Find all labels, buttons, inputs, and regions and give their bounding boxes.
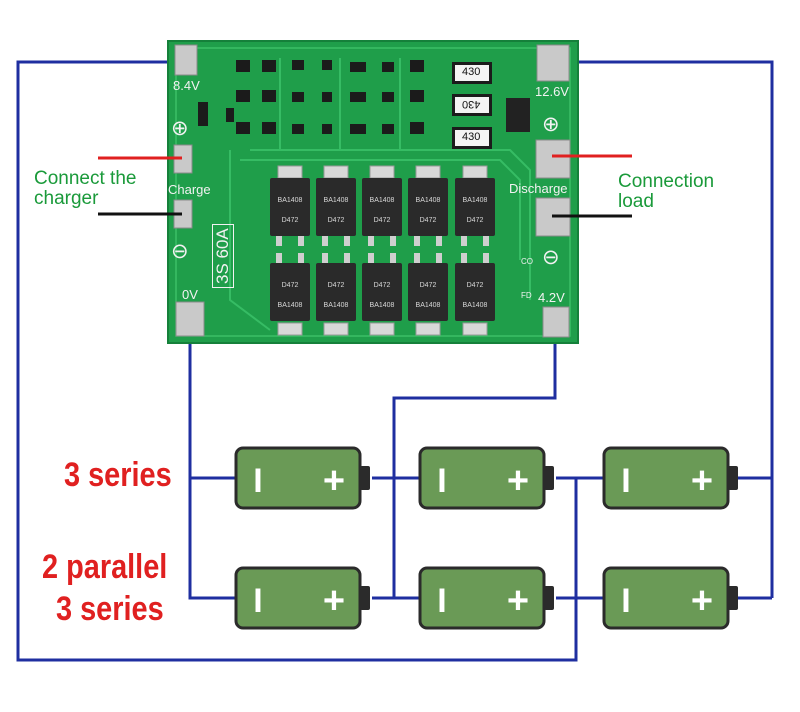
- terminal-0v-label: 0V: [182, 287, 198, 302]
- mosfet-mark: BA1408: [278, 302, 303, 309]
- pad-discharge-plus: [535, 139, 571, 179]
- three-series-label: 3 series: [64, 456, 172, 494]
- mosfets: BA1408D472BA1408D472BA1408D472BA1408D472…: [270, 165, 495, 336]
- mosfet-mark: BA1408: [463, 302, 488, 309]
- discharge-plus-symbol: ⊕: [542, 113, 560, 136]
- battery-minus-sign: I: [437, 582, 446, 620]
- two-parallel-label: 2 parallel: [42, 548, 168, 586]
- mosfet-mark: D472: [374, 217, 391, 224]
- resistor-label-3: 430: [462, 131, 481, 143]
- battery-minus-sign: I: [437, 462, 446, 500]
- mosfet-mark: D472: [282, 282, 299, 289]
- mosfet-mark: D472: [328, 282, 345, 289]
- charge-plus-symbol: ⊕: [171, 117, 189, 140]
- discharge-label: Discharge: [509, 181, 568, 196]
- terminal-8v4-label: 8.4V: [173, 78, 200, 93]
- mosfet-mark: D472: [420, 217, 437, 224]
- battery-cell: I+: [602, 566, 738, 630]
- charge-label: Charge: [168, 182, 211, 197]
- mosfet-mark: D472: [282, 217, 299, 224]
- battery-minus-sign: I: [621, 582, 630, 620]
- mosfet-mark: D472: [374, 282, 391, 289]
- mosfet-mark: D472: [420, 282, 437, 289]
- fd-label: FD: [521, 291, 532, 300]
- mosfet-mark: D472: [467, 282, 484, 289]
- battery-minus-sign: I: [621, 462, 630, 500]
- mosfet-mark: BA1408: [324, 197, 349, 204]
- mosfet-mark: BA1408: [370, 302, 395, 309]
- three-series-label-2: 3 series: [56, 590, 164, 628]
- battery-minus-sign: I: [253, 462, 262, 500]
- battery-pack: I+I+I+I+I+I+: [234, 446, 738, 630]
- mosfet-mark: D472: [467, 217, 484, 224]
- terminal-12v6-label: 12.6V: [535, 84, 569, 99]
- mosfet-mark: BA1408: [416, 302, 441, 309]
- model-label: 3S 60A: [212, 224, 234, 288]
- battery-plus-sign: +: [691, 580, 713, 622]
- connection-load-label: Connection load: [618, 171, 715, 212]
- battery-cell: I+: [602, 446, 738, 510]
- resistor-label-1: 430: [462, 66, 481, 78]
- wire-bmid: [392, 322, 557, 598]
- battery-plus-sign: +: [507, 460, 529, 502]
- resistor-label-2: 430: [462, 98, 481, 110]
- wire-bminus: [188, 320, 236, 600]
- pad-bout: [536, 44, 570, 82]
- battery-plus-sign: +: [507, 580, 529, 622]
- wire-bout-loop: [555, 60, 774, 480]
- mosfet-mark: BA1408: [324, 302, 349, 309]
- mosfet-mark: BA1408: [278, 197, 303, 204]
- battery-plus-sign: +: [323, 580, 345, 622]
- battery-cell: I+: [234, 446, 370, 510]
- battery-plus-sign: +: [691, 460, 713, 502]
- mosfet-mark: D472: [328, 217, 345, 224]
- discharge-minus-symbol: ⊖: [542, 246, 560, 269]
- pad-bmid: [542, 306, 570, 338]
- terminal-4v2-label: 4.2V: [538, 290, 565, 305]
- connect-charger-label: Connect the charger: [34, 168, 137, 209]
- connect-wires: [98, 154, 632, 218]
- battery-cell: I+: [418, 566, 554, 630]
- battery-cell: I+: [234, 566, 370, 630]
- battery-plus-sign: +: [323, 460, 345, 502]
- wiring: [16, 60, 774, 662]
- mosfet-mark: BA1408: [370, 197, 395, 204]
- pad-bminus: [175, 301, 205, 337]
- charge-minus-symbol: ⊖: [171, 240, 189, 263]
- battery-minus-sign: I: [253, 582, 262, 620]
- pad-bplus: [174, 44, 198, 76]
- shunt-resistors: [452, 62, 492, 149]
- bms-board: BA1408D472BA1408D472BA1408D472BA1408D472…: [167, 40, 579, 344]
- battery-cell: I+: [418, 446, 554, 510]
- mosfet-mark: BA1408: [463, 197, 488, 204]
- mosfet-mark: BA1408: [416, 197, 441, 204]
- co-label: CO: [521, 257, 533, 266]
